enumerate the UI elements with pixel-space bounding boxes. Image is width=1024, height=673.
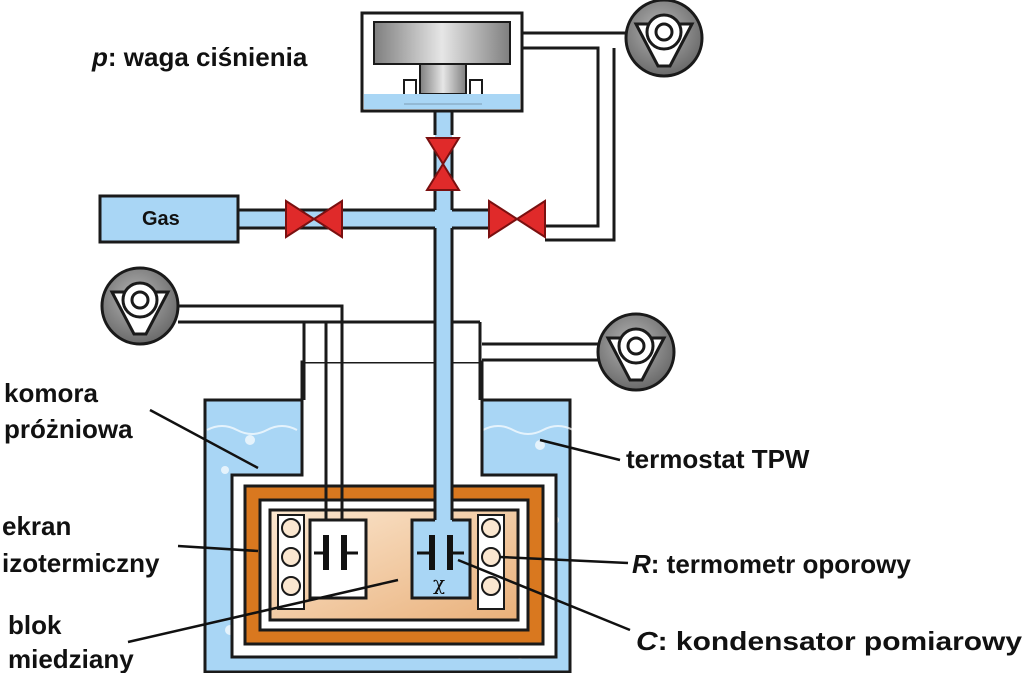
vacuum-chamber-label-2: próżniowa xyxy=(4,414,133,444)
isothermal-screen-label-1: ekran xyxy=(2,511,71,541)
thermostat-label: termostat TPW xyxy=(626,444,810,474)
capacitor-icon xyxy=(308,518,368,600)
copper-block-label-2: miedziany xyxy=(8,644,134,673)
capacitor-icon: χ xyxy=(410,518,472,600)
gas-label: Gas xyxy=(142,208,180,230)
gas-lines xyxy=(238,92,490,522)
resistance-thermometer-label: R: termometr oporowy xyxy=(632,549,911,579)
vacuum-chamber-label-1: komora xyxy=(4,378,98,408)
copper-block-label-1: blok xyxy=(8,610,62,640)
thermometer-icon xyxy=(277,514,305,610)
pump-line-right xyxy=(482,342,600,362)
pump-line-left xyxy=(178,304,344,520)
chi-symbol: χ xyxy=(433,571,445,595)
pump-icon xyxy=(624,0,704,78)
capacitor-label: C: kondensator pomiarowy xyxy=(636,626,1023,656)
valve-icon xyxy=(285,200,343,238)
valve-icon xyxy=(426,137,460,191)
pressure-balance xyxy=(360,11,524,113)
pump-icon xyxy=(596,312,676,392)
pump-line-top xyxy=(522,31,628,242)
valve-icon xyxy=(488,200,546,238)
pump-icon xyxy=(100,266,180,346)
thermometer-icon xyxy=(477,514,505,610)
pressure-balance-label: p: waga ciśnienia xyxy=(91,42,308,72)
gas-bottle: Gas xyxy=(98,194,240,244)
leader-lines xyxy=(127,408,631,644)
isothermal-screen-label-2: izotermiczny xyxy=(2,548,160,578)
